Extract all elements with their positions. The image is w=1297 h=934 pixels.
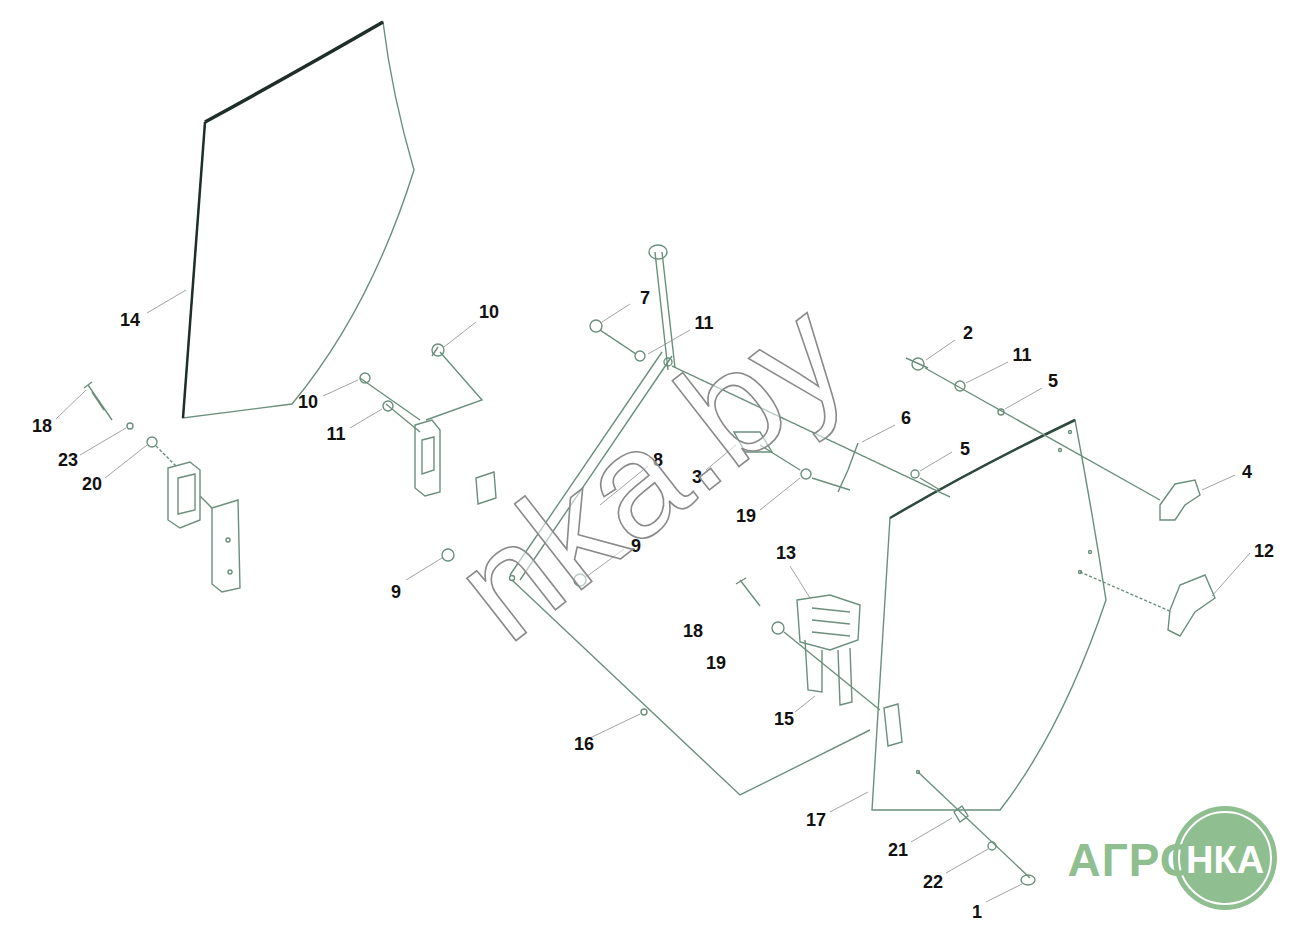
hinge-plate	[212, 500, 240, 592]
callout-number: 7	[640, 289, 650, 307]
logo-text: НКА	[1186, 841, 1264, 879]
callout-number: 2	[963, 324, 973, 342]
callout-number: 13	[776, 544, 796, 562]
callout-number: 22	[923, 873, 943, 891]
logo-text: АГРО	[1068, 837, 1197, 883]
callout-number: 14	[120, 311, 140, 329]
callout-number: 9	[391, 583, 401, 601]
callout-number: 23	[58, 451, 78, 469]
callout-number: 10	[298, 393, 318, 411]
hinge	[168, 462, 200, 528]
glass-edge	[183, 122, 205, 418]
callout-number: 18	[683, 622, 703, 640]
callout-number: 21	[888, 841, 908, 859]
callout-number: 10	[479, 303, 499, 321]
handle	[884, 704, 902, 746]
glass-edge	[890, 420, 1075, 518]
logo-ring	[1179, 812, 1271, 904]
stay-arm	[655, 252, 675, 370]
logo-circle	[1173, 806, 1277, 910]
callout-number: 19	[706, 654, 726, 672]
callout-number: 16	[574, 735, 594, 753]
glass-panel	[183, 22, 414, 418]
callout-number: 4	[1242, 463, 1252, 481]
bracket	[1168, 575, 1215, 636]
glass-edge	[205, 22, 383, 122]
callout-number: 19	[736, 507, 756, 525]
callout-number: 18	[32, 417, 52, 435]
callout-number: 11	[327, 425, 346, 443]
callout-number: 11	[1013, 346, 1032, 364]
bracket	[1160, 480, 1200, 520]
callout-number: 12	[1254, 542, 1274, 560]
callout-number: 6	[901, 409, 911, 427]
callout-number: 5	[1048, 372, 1058, 390]
lock	[797, 595, 860, 650]
glass-panel	[872, 420, 1106, 810]
callout-number: 20	[82, 475, 102, 493]
callout-number: 5	[960, 440, 970, 458]
callout-number: 15	[774, 710, 794, 728]
callout-number: 17	[806, 811, 826, 829]
callout-number: 1	[972, 903, 982, 921]
